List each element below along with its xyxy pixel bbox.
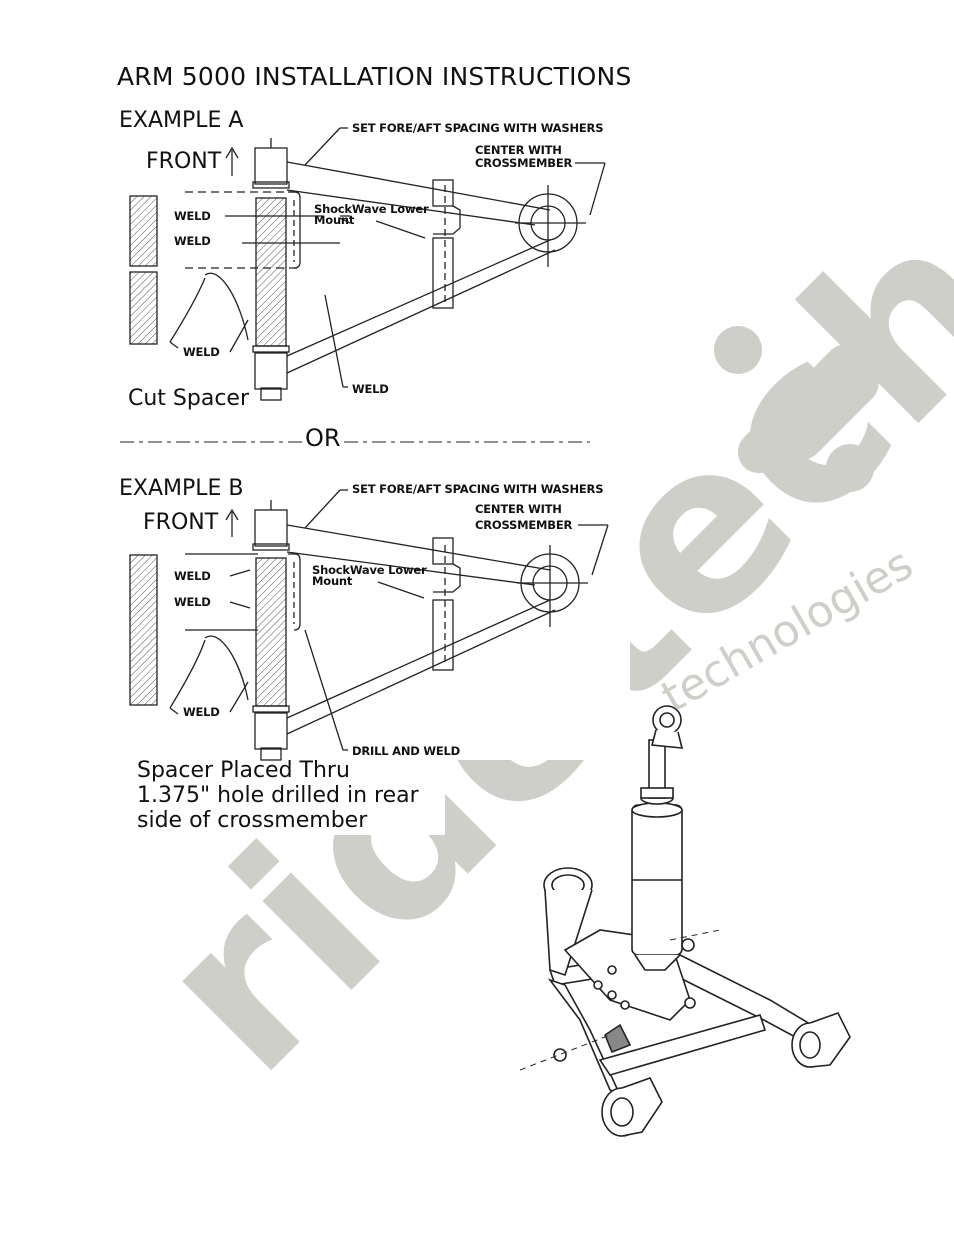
spacer-caption-line3: side of crossmember (137, 808, 368, 833)
shock-label-a1: ShockWave Lower (314, 202, 429, 216)
spacer-caption-line1: Spacer Placed Thru (137, 758, 350, 783)
example-b-heading: EXAMPLE B (119, 476, 244, 501)
drill-label-b: DRILL AND WELD (352, 744, 460, 758)
center-label-a1: CENTER WITH (475, 143, 562, 157)
weld-label-a4: WELD (352, 382, 389, 396)
center-label-b2: CROSSMEMBER (475, 518, 572, 532)
page-title: ARM 5000 INSTALLATION INSTRUCTIONS (117, 62, 632, 91)
example-a-heading: EXAMPLE A (119, 108, 244, 133)
shock-assembly-illustration (520, 705, 851, 1137)
cut-spacer-caption: Cut Spacer (128, 386, 250, 411)
shock-label-b1: ShockWave Lower (312, 563, 427, 577)
washers-label-b: SET FORE/AFT SPACING WITH WASHERS (352, 482, 603, 496)
spacer-caption-line2: 1.375" hole drilled in rear (137, 783, 419, 808)
shock-label-b2: Mount (312, 574, 353, 588)
center-label-a2: CROSSMEMBER (475, 156, 572, 170)
center-label-b1: CENTER WITH (475, 502, 562, 516)
example-b-diagram: SET FORE/AFT SPACING WITH WASHERS CENTER… (129, 482, 609, 761)
or-divider-line (120, 441, 590, 443)
mask (110, 40, 630, 760)
weld-label-b1: WELD (174, 569, 211, 583)
shock-label-a2: Mount (314, 213, 355, 227)
weld-label-a3: WELD (183, 345, 220, 359)
spacer-caption: Spacer Placed Thru 1.375" hole drilled i… (137, 758, 467, 833)
or-divider: OR (303, 424, 343, 452)
weld-label-a1: WELD (174, 209, 211, 223)
weld-label-b2: WELD (174, 595, 211, 609)
example-a-diagram: SET FORE/AFT SPACING WITH WASHERS CENTER… (129, 121, 606, 401)
front-label-a: FRONT (146, 149, 222, 174)
weld-label-a2: WELD (174, 234, 211, 248)
weld-label-b3: WELD (183, 705, 220, 719)
front-label-b: FRONT (143, 510, 219, 535)
washers-label-a: SET FORE/AFT SPACING WITH WASHERS (352, 121, 603, 135)
mask (110, 760, 445, 835)
